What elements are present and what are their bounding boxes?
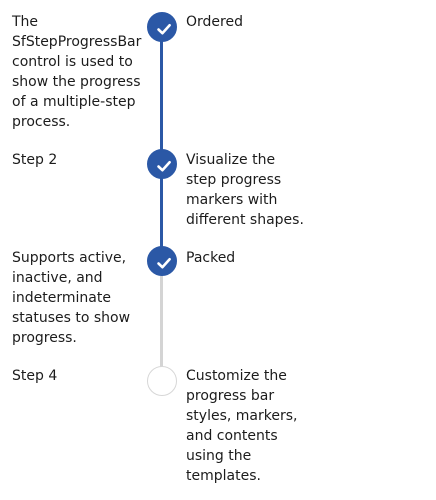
progress-track-completed bbox=[160, 27, 163, 255]
step-3-marker[interactable] bbox=[147, 246, 177, 276]
step-3-secondary-text: Packed bbox=[186, 250, 236, 266]
step-1-secondary-text: Ordered bbox=[186, 14, 243, 30]
step-1-marker[interactable] bbox=[147, 12, 177, 42]
check-icon bbox=[157, 160, 171, 172]
step-4-secondary-text: Customize the progress bar styles, marke… bbox=[186, 368, 298, 484]
step-2-marker[interactable] bbox=[147, 149, 177, 179]
step-4-marker[interactable] bbox=[147, 366, 177, 396]
progress-track-pending bbox=[160, 272, 163, 367]
step-2-primary-text: Step 2 bbox=[12, 152, 58, 168]
check-icon bbox=[157, 23, 171, 35]
check-icon bbox=[157, 257, 171, 269]
step-2-secondary-text: Visualize the step progress markers with… bbox=[186, 152, 304, 228]
step-1-primary-text: The SfStepProgressBar control is used to… bbox=[12, 14, 142, 130]
step-3-primary-text: Supports active, inactive, and indetermi… bbox=[12, 250, 131, 346]
step-4-primary-text: Step 4 bbox=[12, 368, 58, 384]
